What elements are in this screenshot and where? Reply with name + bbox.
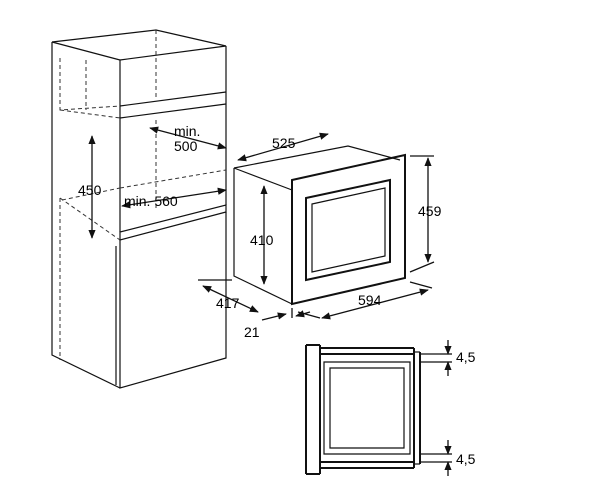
dim-label-500: 500 <box>174 138 198 154</box>
dimension-oven-depth: 525 <box>237 132 329 162</box>
section-detail <box>305 344 440 475</box>
dim-label-410: 410 <box>250 232 274 248</box>
dim-label-21: 21 <box>244 324 260 340</box>
dim-label-525: 525 <box>272 135 296 151</box>
dimension-top-gap: 4,5 <box>440 340 476 376</box>
oven-body <box>233 145 406 306</box>
dim-label-450: 450 <box>78 182 102 198</box>
dimension-oven-body-depth: 417 <box>198 279 259 313</box>
dimension-cabinet-depth: min. 500 <box>149 123 227 154</box>
dimension-cabinet-height: 450 <box>78 135 102 239</box>
dim-label-594: 594 <box>358 292 382 308</box>
dimension-oven-front-height: 459 <box>409 155 442 273</box>
dim-label-459: 459 <box>418 203 442 219</box>
dim-label-417: 417 <box>216 295 240 311</box>
dimension-front-panel-depth: 21 <box>244 308 311 340</box>
tall-cabinet <box>51 29 227 389</box>
dimension-bottom-gap: 4,5 <box>440 440 476 476</box>
dimension-cabinet-width: min. 560 <box>121 187 227 209</box>
dim-label-min-560: min. 560 <box>124 193 178 209</box>
dim-label-bottom-gap: 4,5 <box>456 451 476 467</box>
dimension-oven-body-height: 410 <box>250 185 274 285</box>
dim-label-min: min. <box>174 123 200 139</box>
dimension-oven-front-width: 594 <box>297 281 433 320</box>
dim-label-top-gap: 4,5 <box>456 349 476 365</box>
